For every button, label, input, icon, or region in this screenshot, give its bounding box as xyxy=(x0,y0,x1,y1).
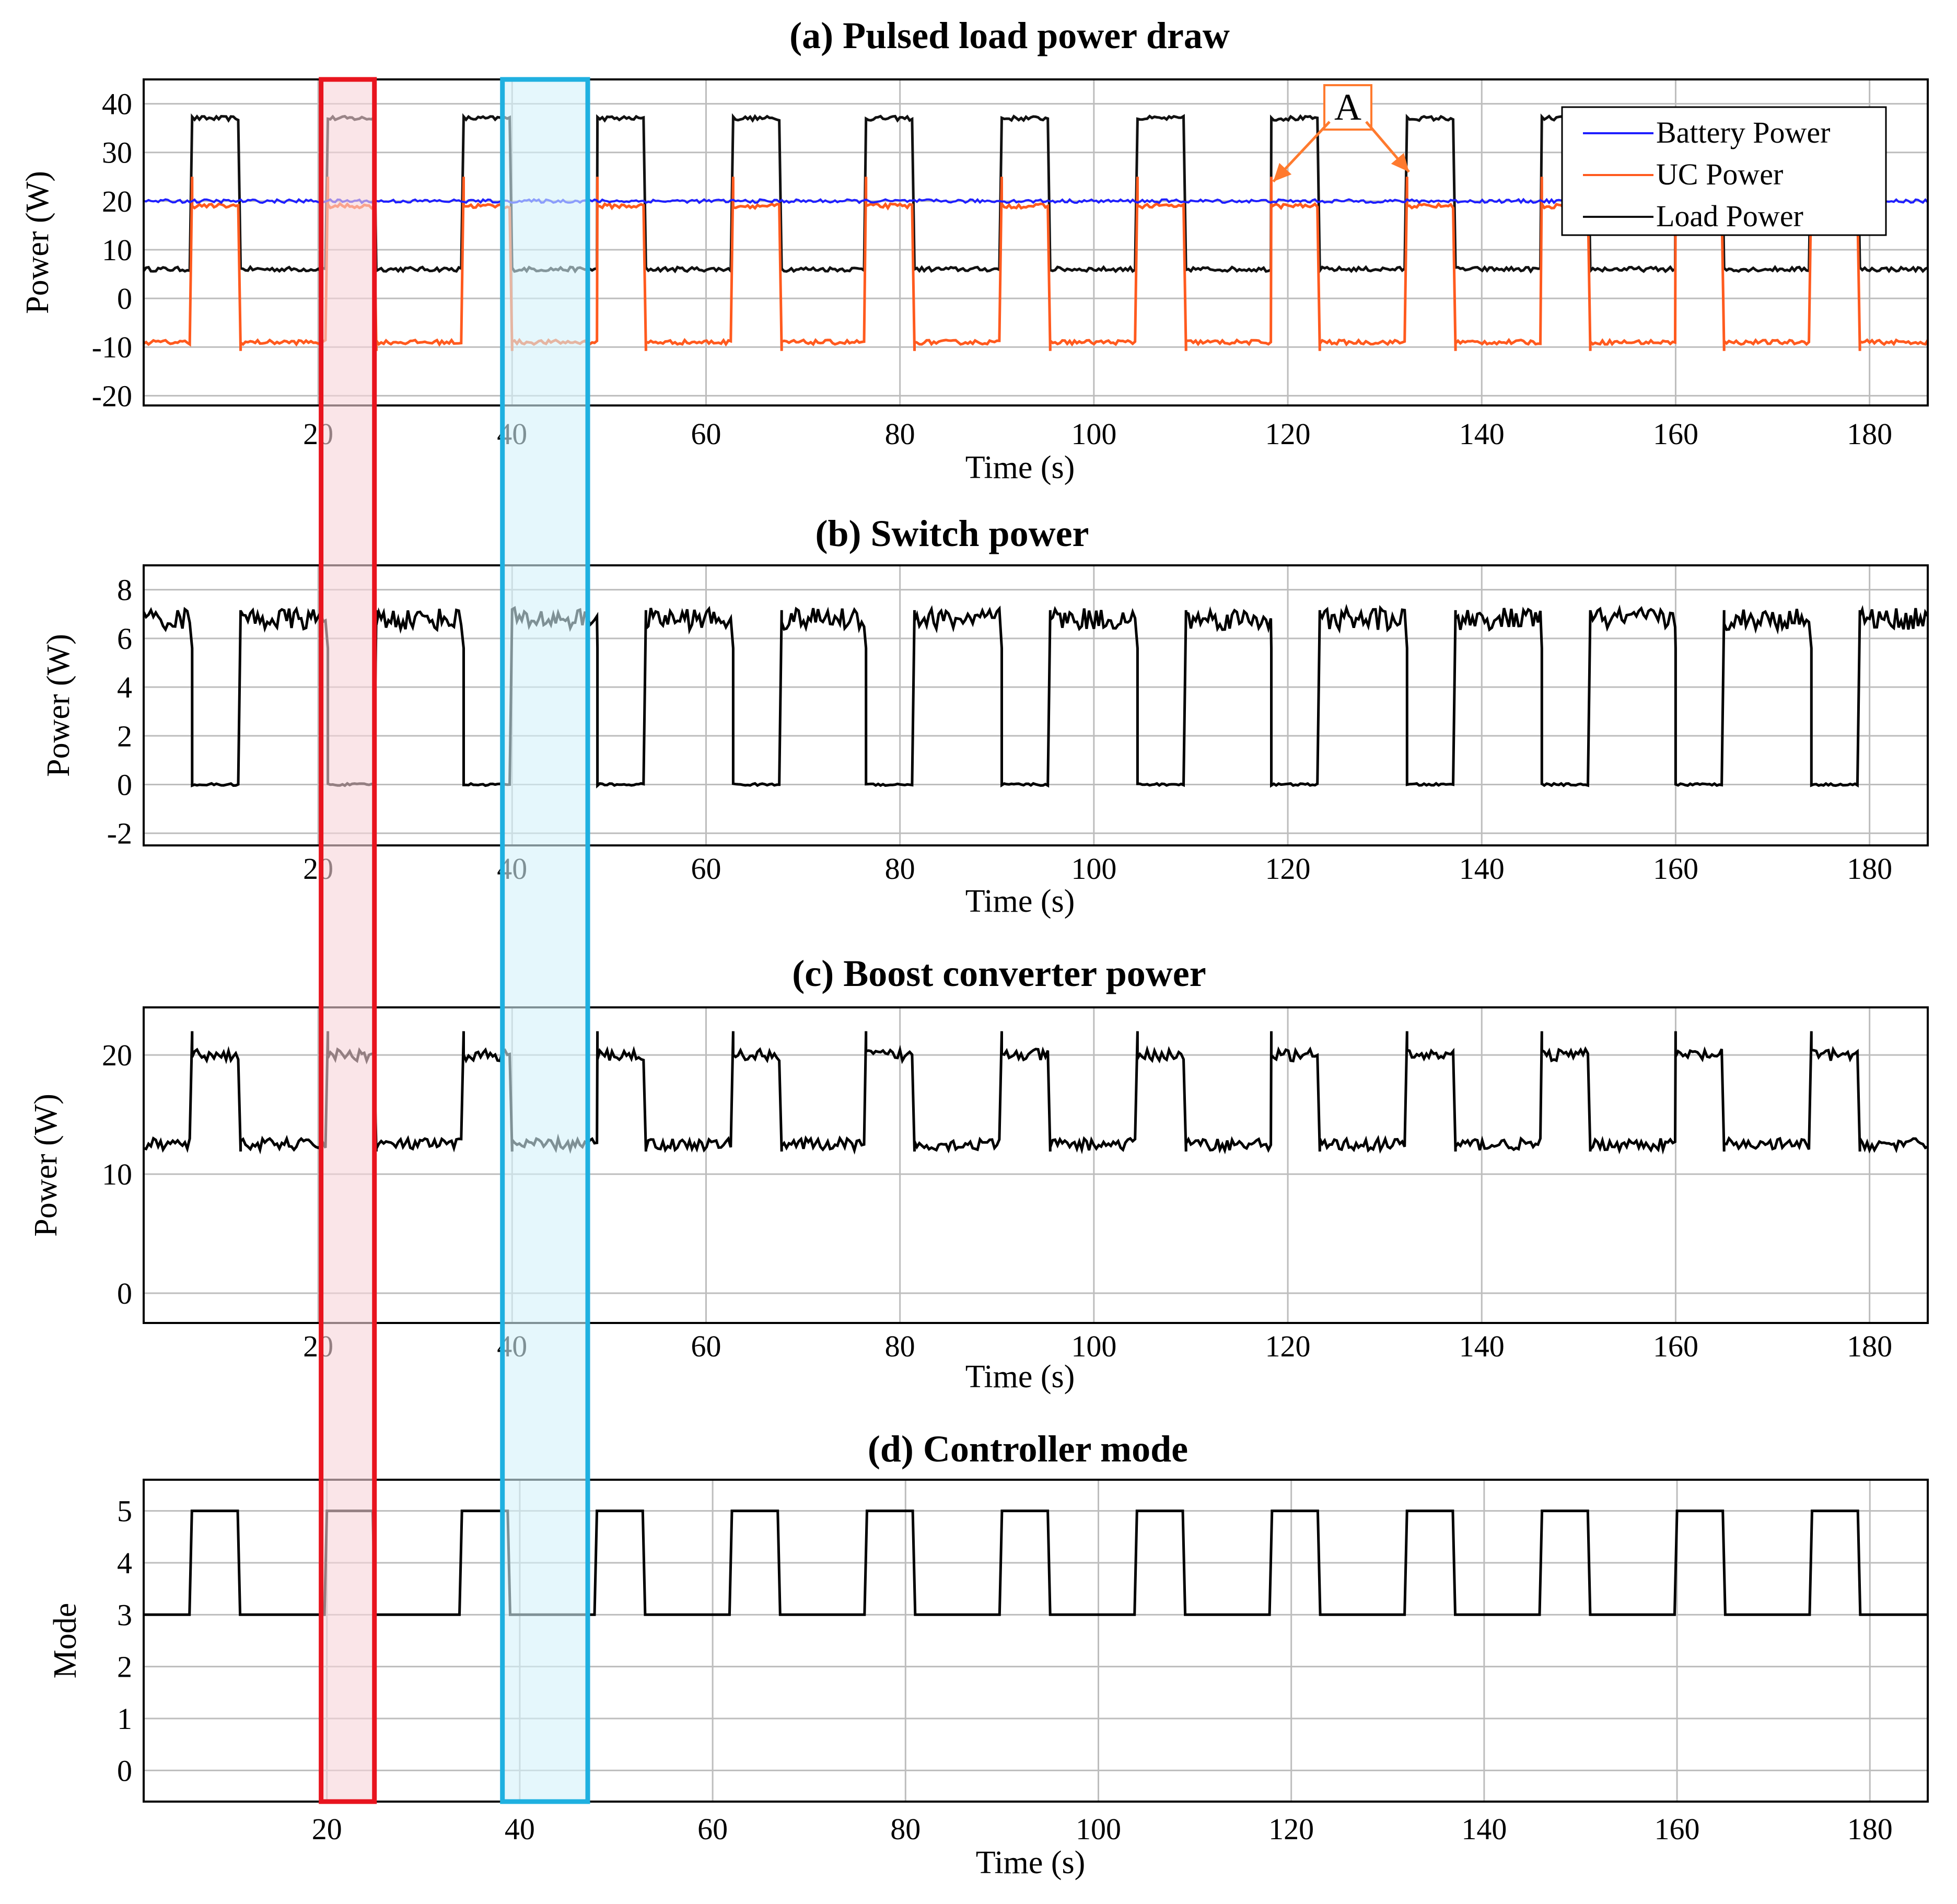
highlights-layer xyxy=(319,77,590,1804)
y-tick-label: 0 xyxy=(117,282,132,316)
series-controller-mode xyxy=(144,1510,1928,1616)
x-axis-label: Time (s) xyxy=(965,1359,1075,1395)
plot-frame xyxy=(143,1006,1929,1324)
x-tick-label: 140 xyxy=(1459,417,1505,451)
x-tick-label: 40 xyxy=(505,1812,535,1846)
x-tick-label: 140 xyxy=(1459,1329,1505,1363)
y-tick-label: 2 xyxy=(117,719,132,753)
annotation-arrow-head xyxy=(1273,162,1292,182)
chart-title: (c) Boost converter power xyxy=(792,953,1206,994)
chart-title: (b) Switch power xyxy=(816,513,1089,554)
plot-frame xyxy=(143,564,1929,846)
x-tick-label: 60 xyxy=(691,417,721,451)
y-tick-label: 0 xyxy=(117,1276,132,1310)
y-tick-label: 10 xyxy=(102,233,132,267)
y-axis-label: Power (W) xyxy=(28,1094,64,1237)
annotation-label: A xyxy=(1334,86,1361,128)
plot-frame xyxy=(143,1479,1929,1803)
y-tick-label: 40 xyxy=(102,87,132,121)
x-tick-label: 100 xyxy=(1071,1329,1116,1363)
y-tick-label: 2 xyxy=(117,1650,132,1684)
chart-panel-c: 2040608010012014016018020100(c) Boost co… xyxy=(28,953,1929,1395)
x-tick-label: 180 xyxy=(1847,1329,1892,1363)
y-tick-label: 20 xyxy=(102,184,132,218)
y-tick-label: 20 xyxy=(102,1038,132,1072)
highlight-band-blue xyxy=(500,77,590,1804)
x-tick-label: 160 xyxy=(1655,1812,1700,1846)
y-axis-label: Power (W) xyxy=(20,171,55,314)
chart-panel-b: 2040608010012014016018086420-2(b) Switch… xyxy=(41,513,1929,919)
series-traces xyxy=(144,1510,1928,1616)
series-uc-power xyxy=(144,177,1928,351)
y-tick-label: 3 xyxy=(117,1598,132,1632)
grid-lines xyxy=(144,565,1928,845)
y-axis-label: Power (W) xyxy=(41,634,76,777)
x-axis-label: Time (s) xyxy=(965,884,1075,919)
y-tick-label: 10 xyxy=(102,1157,132,1191)
legend-entry: Load Power xyxy=(1656,199,1803,233)
x-axis-label: Time (s) xyxy=(976,1845,1086,1880)
x-tick-label: 120 xyxy=(1265,852,1311,886)
y-tick-label: 6 xyxy=(117,622,132,656)
annotation-box xyxy=(1323,84,1372,131)
y-tick-label: 0 xyxy=(117,768,132,802)
x-tick-label: 80 xyxy=(890,1812,921,1846)
x-tick-label: 180 xyxy=(1847,417,1892,451)
x-tick-label: 180 xyxy=(1847,852,1892,886)
chart-panel-a: 20406080100120140160180403020100-10-20(a… xyxy=(20,15,1929,485)
y-axis-label: Mode xyxy=(48,1603,83,1679)
y-tick-label: 5 xyxy=(117,1494,132,1528)
x-tick-label: 100 xyxy=(1071,852,1116,886)
x-tick-label: 100 xyxy=(1071,417,1116,451)
x-tick-label: 20 xyxy=(312,1812,342,1846)
series-traces xyxy=(144,603,1928,789)
x-tick-label: 140 xyxy=(1459,852,1505,886)
x-tick-label: 60 xyxy=(691,1329,721,1363)
series-switch-power xyxy=(144,603,1928,789)
y-tick-label: 4 xyxy=(117,1546,132,1580)
annotation-arrow-head xyxy=(1391,153,1409,172)
x-tick-label: 140 xyxy=(1461,1812,1507,1846)
y-tick-label: 0 xyxy=(117,1754,132,1787)
plot-area xyxy=(144,1007,1928,1323)
y-tick-label: 30 xyxy=(102,136,132,170)
y-tick-label: -20 xyxy=(92,379,132,413)
annotation-a: A xyxy=(1272,84,1410,183)
chart-title: (a) Pulsed load power draw xyxy=(789,15,1230,56)
series-load-power xyxy=(144,113,1928,275)
x-tick-label: 60 xyxy=(691,852,721,886)
plot-area xyxy=(144,1480,1928,1802)
legend-entry: UC Power xyxy=(1656,157,1783,191)
y-tick-label: -2 xyxy=(107,817,132,851)
x-tick-label: 80 xyxy=(885,852,915,886)
chart-panel-d: 20 40 60 80 100 120 140 160 180 5 4 3 2 1 0 (d) Control… xyxy=(48,1428,1929,1880)
x-tick-label: 160 xyxy=(1653,1329,1698,1363)
y-tick-label: -10 xyxy=(92,330,132,364)
highlight-band-red xyxy=(319,77,377,1804)
x-tick-label: 120 xyxy=(1265,1329,1311,1363)
x-tick-label: 60 xyxy=(697,1812,728,1846)
plot-frame xyxy=(143,78,1929,407)
x-tick-label: 160 xyxy=(1653,852,1698,886)
series-traces xyxy=(144,1031,1928,1155)
y-tick-label: 1 xyxy=(117,1702,132,1736)
x-tick-label: 100 xyxy=(1076,1812,1121,1846)
x-tick-label: 120 xyxy=(1265,417,1311,451)
series-boost-power xyxy=(144,1031,1928,1155)
legend-entry: Battery Power xyxy=(1656,115,1830,149)
chart-title: (d) Controller mode xyxy=(868,1428,1188,1470)
y-tick-label: 4 xyxy=(117,670,132,704)
x-axis-label: Time (s) xyxy=(965,450,1075,485)
x-tick-label: 160 xyxy=(1653,417,1698,451)
x-tick-label: 80 xyxy=(885,1329,915,1363)
x-tick-label: 120 xyxy=(1268,1812,1314,1846)
y-tick-label: 8 xyxy=(117,573,132,607)
x-tick-label: 180 xyxy=(1847,1812,1893,1846)
legend-box xyxy=(1561,106,1887,236)
x-tick-label: 80 xyxy=(885,417,915,451)
panels-layer: 20406080100120140160180403020100-10-20(a… xyxy=(20,15,1929,1880)
